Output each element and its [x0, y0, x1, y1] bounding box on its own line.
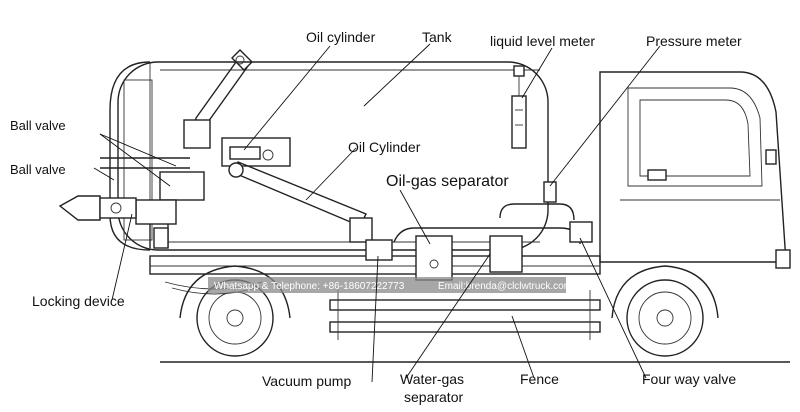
truck-drawing	[58, 49, 791, 363]
rear-valves	[58, 157, 205, 249]
leader-lines	[93, 43, 661, 383]
label-fence: Fence	[520, 371, 559, 387]
label-four-way-valve: Four way valve	[642, 371, 736, 387]
label-locking-device: Locking device	[32, 293, 125, 309]
label-tank: Tank	[422, 29, 453, 45]
label-ball-valve-lower: Ball valve	[10, 162, 66, 177]
truck-cab	[599, 71, 791, 269]
label-oil-gas-separator: Oil-gas separator	[386, 173, 509, 190]
label-water-gas-separator-1: Water-gas	[400, 371, 464, 387]
watermark-band: Whatsapp & Telephone: +86-18607222773 Em…	[208, 277, 572, 293]
label-vacuum-pump: Vacuum pump	[262, 373, 351, 389]
pump-area	[365, 181, 593, 281]
label-liquid-level-meter: liquid level meter	[490, 33, 595, 49]
label-ball-valve-upper: Ball valve	[10, 118, 66, 133]
label-oil-cylinder-top: Oil cylinder	[306, 29, 376, 45]
front-wheel	[611, 265, 719, 357]
oil-cylinder-box	[221, 137, 291, 167]
watermark-contact: Whatsapp & Telephone: +86-18607222773	[214, 281, 405, 292]
callout-labels: Oil cylinder Tank liquid level meter Pre…	[10, 29, 742, 405]
watermark-email: Email:brenda@clclwtruck.com	[438, 281, 572, 292]
side-fence	[329, 290, 601, 340]
suction-pipe	[183, 49, 253, 149]
oil-cylinder-diagonal	[228, 161, 373, 243]
tank-body	[109, 61, 549, 251]
label-water-gas-separator-2: separator	[404, 389, 463, 405]
label-oil-cylinder-mid: Oil Cylinder	[348, 139, 421, 155]
label-pressure-meter: Pressure meter	[646, 33, 742, 49]
liquid-level-meter	[511, 65, 527, 149]
